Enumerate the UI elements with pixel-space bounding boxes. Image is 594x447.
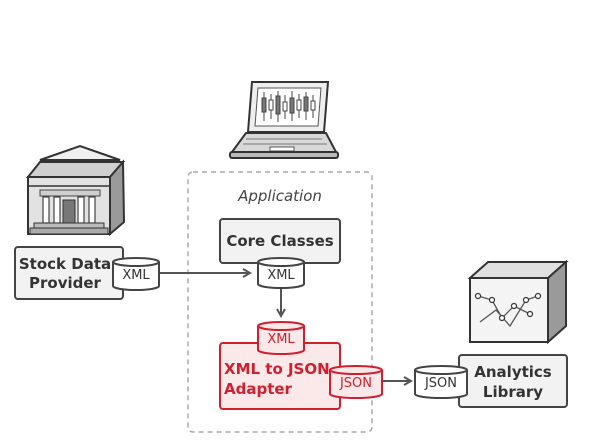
core-classes-label: Core Classes [226,232,333,250]
stock-provider-line1: Stock Data [19,255,111,273]
analytics-format-label: JSON [424,376,457,391]
adapter-input-format-label: XML [267,332,295,347]
adapter-line1: XML to JSON [224,360,330,378]
xml-to-json-adapter-node: XML to JSON Adapter [219,342,341,410]
package-box-chart-icon [467,259,569,345]
provider-xml-cylinder: XML [112,257,160,291]
adapter-output-format-label: JSON [339,376,372,391]
application-label: Application [237,187,322,205]
adapter-xml-cylinder: XML [257,321,305,355]
bank-building-icon [25,144,126,237]
adapter-line2: Adapter [224,380,293,398]
provider-format-label: XML [122,268,150,283]
analytics-line1: Analytics [474,363,552,381]
laptop-candlestick-chart-icon [229,81,339,159]
stock-data-provider-node: Stock Data Provider [14,246,124,300]
stock-provider-line2: Provider [29,274,102,292]
application-frame: Application [187,171,373,433]
core-xml-cylinder: XML [257,257,305,289]
analytics-line2: Library [483,383,543,401]
adapter-json-cylinder: JSON [329,365,383,399]
analytics-json-cylinder: JSON [414,365,468,399]
analytics-library-node: Analytics Library [458,354,568,408]
core-format-label: XML [267,268,295,283]
core-classes-node: Core Classes [219,218,341,264]
